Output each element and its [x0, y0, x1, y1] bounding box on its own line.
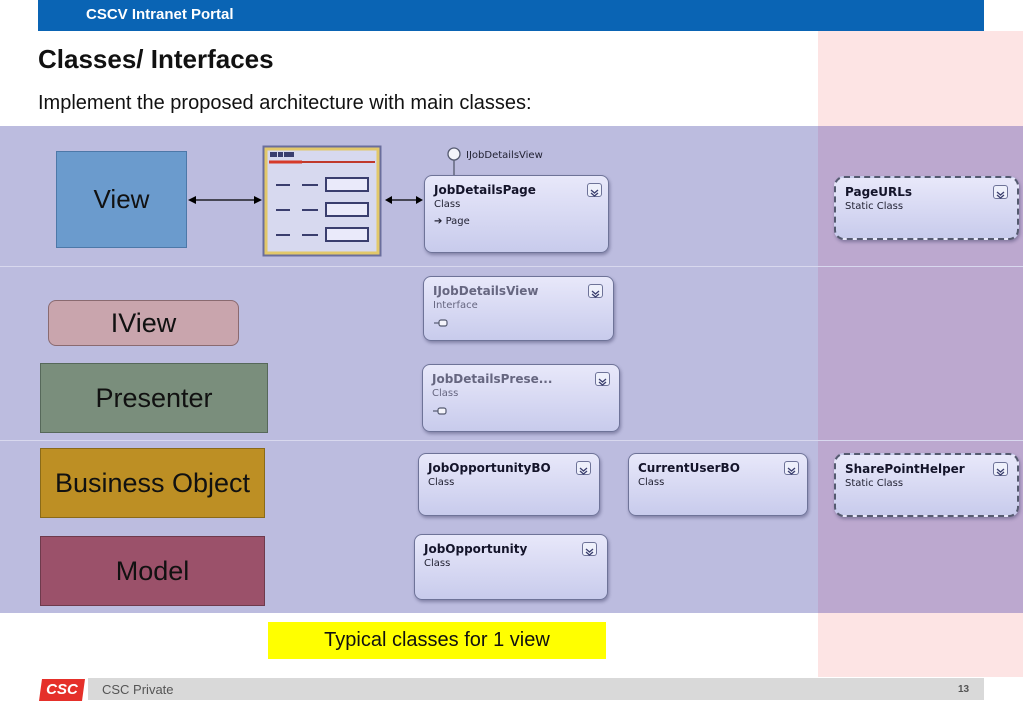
- chevron-down-icon[interactable]: [576, 461, 591, 475]
- class-job-details-page[interactable]: JobDetailsPage Class ➔ Page: [424, 175, 609, 253]
- class-job-details-presenter[interactable]: JobDetailsPrese... Class: [422, 364, 620, 432]
- layer-presenter-box: Presenter: [40, 363, 268, 433]
- interface-symbol-icon: [433, 407, 447, 415]
- chevron-down-icon[interactable]: [784, 461, 799, 475]
- class-current-user-bo[interactable]: CurrentUserBO Class: [628, 453, 808, 516]
- interface-lollipop-label: IJobDetailsView: [466, 150, 543, 161]
- class-sharepoint-helper[interactable]: SharePointHelper Static Class: [834, 453, 1019, 517]
- footer-bar: [88, 678, 984, 700]
- chevron-down-icon[interactable]: [587, 183, 602, 197]
- class-job-opportunity-bo[interactable]: JobOpportunityBO Class: [418, 453, 600, 516]
- class-kind: Class: [432, 388, 459, 399]
- base-class: Page: [445, 216, 470, 227]
- class-kind: Class: [428, 477, 455, 488]
- form-mockup-icon: [262, 145, 382, 257]
- csc-logo: [39, 679, 85, 701]
- chevron-down-icon[interactable]: [595, 372, 610, 386]
- chevron-down-icon[interactable]: [582, 542, 597, 556]
- class-name: CurrentUserBO: [638, 461, 740, 475]
- caption-highlight: Typical classes for 1 view: [268, 622, 606, 659]
- class-kind: Interface: [433, 300, 478, 311]
- slide-title: Classes/ Interfaces: [38, 44, 274, 74]
- chevron-down-icon[interactable]: [588, 284, 603, 298]
- header-title: CSCV Intranet Portal: [86, 6, 234, 23]
- slide-subtitle: Implement the proposed architecture with…: [38, 92, 532, 114]
- class-kind: Static Class: [845, 201, 904, 212]
- class-inheritance: ➔ Page: [434, 216, 470, 227]
- class-page-urls[interactable]: PageURLs Static Class: [834, 176, 1019, 240]
- header-bar: [38, 0, 984, 31]
- row-divider: [0, 440, 1023, 441]
- chevron-down-icon[interactable]: [993, 185, 1008, 199]
- class-name: IJobDetailsView: [433, 284, 539, 298]
- class-name: JobDetailsPage: [434, 183, 536, 197]
- interface-lollipop-icon: [447, 147, 461, 176]
- chevron-down-icon[interactable]: [993, 462, 1008, 476]
- csc-logo-text: CSC: [46, 681, 78, 698]
- class-name: JobDetailsPrese...: [432, 372, 553, 386]
- layer-business-object-box: Business Object: [40, 448, 265, 518]
- double-arrow: [385, 196, 423, 204]
- class-name: SharePointHelper: [845, 462, 965, 476]
- interface-symbol-icon: [434, 319, 448, 327]
- class-kind: Class: [424, 558, 451, 569]
- layer-iview-box: IView: [48, 300, 239, 346]
- class-name: JobOpportunity: [424, 542, 528, 556]
- class-kind: Class: [434, 199, 461, 210]
- class-kind: Class: [638, 477, 665, 488]
- class-name: PageURLs: [845, 185, 913, 199]
- layer-view-box: View: [56, 151, 187, 248]
- class-job-opportunity[interactable]: JobOpportunity Class: [414, 534, 608, 600]
- class-name: JobOpportunityBO: [428, 461, 551, 475]
- row-divider: [0, 266, 1023, 267]
- inherit-arrow-icon: ➔: [434, 216, 446, 227]
- double-arrow: [188, 196, 262, 204]
- page-number: 13: [958, 684, 970, 695]
- class-ijob-details-view[interactable]: IJobDetailsView Interface: [423, 276, 614, 341]
- layer-model-box: Model: [40, 536, 265, 606]
- class-kind: Static Class: [845, 478, 904, 489]
- footer-classification: CSC Private: [102, 682, 174, 697]
